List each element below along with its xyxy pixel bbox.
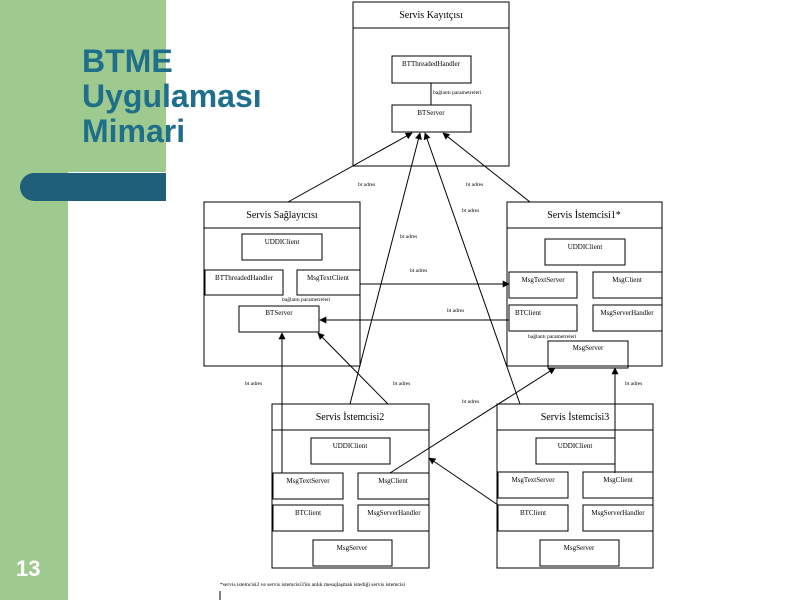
client3-msgserver-box [497, 471, 569, 499]
provider-server-box [238, 305, 320, 333]
slide-title-line-2: Uygulaması [82, 78, 262, 114]
arrow-client2-to-registry [349, 132, 422, 405]
provider-uddi-box [241, 233, 323, 261]
provider-handler-label: BTThreadedHandler [215, 274, 274, 282]
client1-title: Servis İstemcisi1* [547, 209, 621, 221]
client2-handler-label: MsgServerHandler [367, 509, 421, 517]
client2-server-box [312, 539, 393, 567]
client1-handler-label: MsgServerHandler [600, 309, 654, 317]
client3-title: Servis İstemcisi3 [541, 411, 610, 423]
sidebar-band [0, 0, 68, 600]
client1-handler-box [592, 304, 663, 332]
client3-handler-label: MsgServerHandler [591, 509, 645, 517]
client3-msgclient-label: MsgClient [603, 476, 633, 484]
arrow-client2-to-client1 [389, 367, 556, 474]
arrow-client3-from-client2 [428, 457, 499, 506]
registry-handler-label: BTThreadedHandler [402, 60, 461, 68]
client2-uddi-box [310, 437, 391, 465]
client2-handler-box [357, 504, 430, 532]
edge-label-2: bt adres [466, 182, 483, 188]
arrow-client2b-to-provider [317, 332, 389, 405]
registry-box [352, 1, 510, 167]
client3-uddi-label: UDDIClient [558, 442, 593, 450]
arrow-client1-to-registry [442, 132, 531, 203]
edge-label-1: bt adres [358, 182, 375, 188]
client3-server-box [539, 539, 620, 567]
client1-server-box [547, 340, 629, 369]
client3-handler-box [582, 504, 654, 532]
registry-param-label: bağlantı parametreleri [433, 89, 482, 96]
client2-uddi-label: UDDIClient [333, 442, 368, 450]
client3-server-label: MsgServer [564, 544, 595, 552]
client1-btclient-label: BTClient [515, 309, 541, 317]
provider-uddi-label: UDDIClient [265, 238, 300, 246]
edge-label-10: bt adres [462, 399, 479, 405]
provider-title: Servis Sağlayıcısı [246, 210, 318, 221]
edge-label-6: bt adres [447, 308, 464, 314]
client1-btclient-box [508, 304, 578, 332]
provider-handler-box [204, 269, 284, 296]
client1-server-label: MsgServer [573, 344, 604, 352]
slide-title: BTME Uygulaması Mimari [82, 44, 262, 149]
client3-btclient-label: BTClient [520, 509, 546, 517]
registry-title: Servis Kayıtçısı [399, 10, 463, 21]
slide-title-line-1: BTME [82, 43, 173, 79]
client2-btclient-box [272, 504, 344, 532]
client2-msgclient-label: MsgClient [378, 477, 408, 485]
provider-param-label: bağlantı parametreleri [282, 296, 331, 303]
provider-msgclient-label: MsgTextClient [307, 274, 349, 282]
client2-title: Servis İstemcisi2 [316, 411, 385, 423]
edge-label-8: bt adres [393, 381, 410, 387]
provider-server-label: BTServer [265, 309, 293, 317]
client1-msgclient-label: MsgClient [612, 276, 642, 284]
arrow-client3-to-registry [423, 132, 521, 405]
client3-btclient-box [497, 504, 569, 532]
edge-label-9: bt adres [625, 381, 642, 387]
client2-btclient-label: BTClient [295, 509, 321, 517]
arrow-provider-to-registry [287, 132, 413, 203]
edge-label-7: bt adres [245, 381, 262, 387]
client2-msgclient-box [357, 472, 430, 500]
edge-label-3: bt adres [462, 208, 479, 214]
edge-label-4: bt adres [400, 234, 417, 240]
slide-title-line-3: Mimari [82, 113, 186, 149]
client2-server-label: MsgServer [337, 544, 368, 552]
slide-number: 13 [16, 556, 41, 581]
diagram-labels: Servis Kayıtçısı BTThreadedHandler bağla… [215, 10, 654, 588]
edge-label-5: bt adres [410, 268, 427, 274]
footnote: *servis istemcisi2 ve servis istemcisi3'… [220, 581, 406, 588]
client1-param-label: bağlantı parametreleri [528, 333, 577, 340]
client2-msgserver-label: MsgTextServer [286, 477, 330, 485]
client3-msgclient-box [582, 471, 654, 499]
client1-uddi-label: UDDIClient [568, 243, 603, 251]
title-background [68, 0, 166, 172]
provider-msgclient-box [296, 269, 361, 296]
client2-msgserver-box [272, 472, 344, 500]
client3-msgserver-label: MsgTextServer [511, 476, 555, 484]
client1-msgserver-label: MsgTextServer [521, 276, 565, 284]
registry-server-label: BTServer [417, 109, 445, 117]
client1-uddi-box [544, 238, 626, 266]
client1-msgclient-box [592, 271, 663, 299]
accent-bar [20, 173, 166, 201]
